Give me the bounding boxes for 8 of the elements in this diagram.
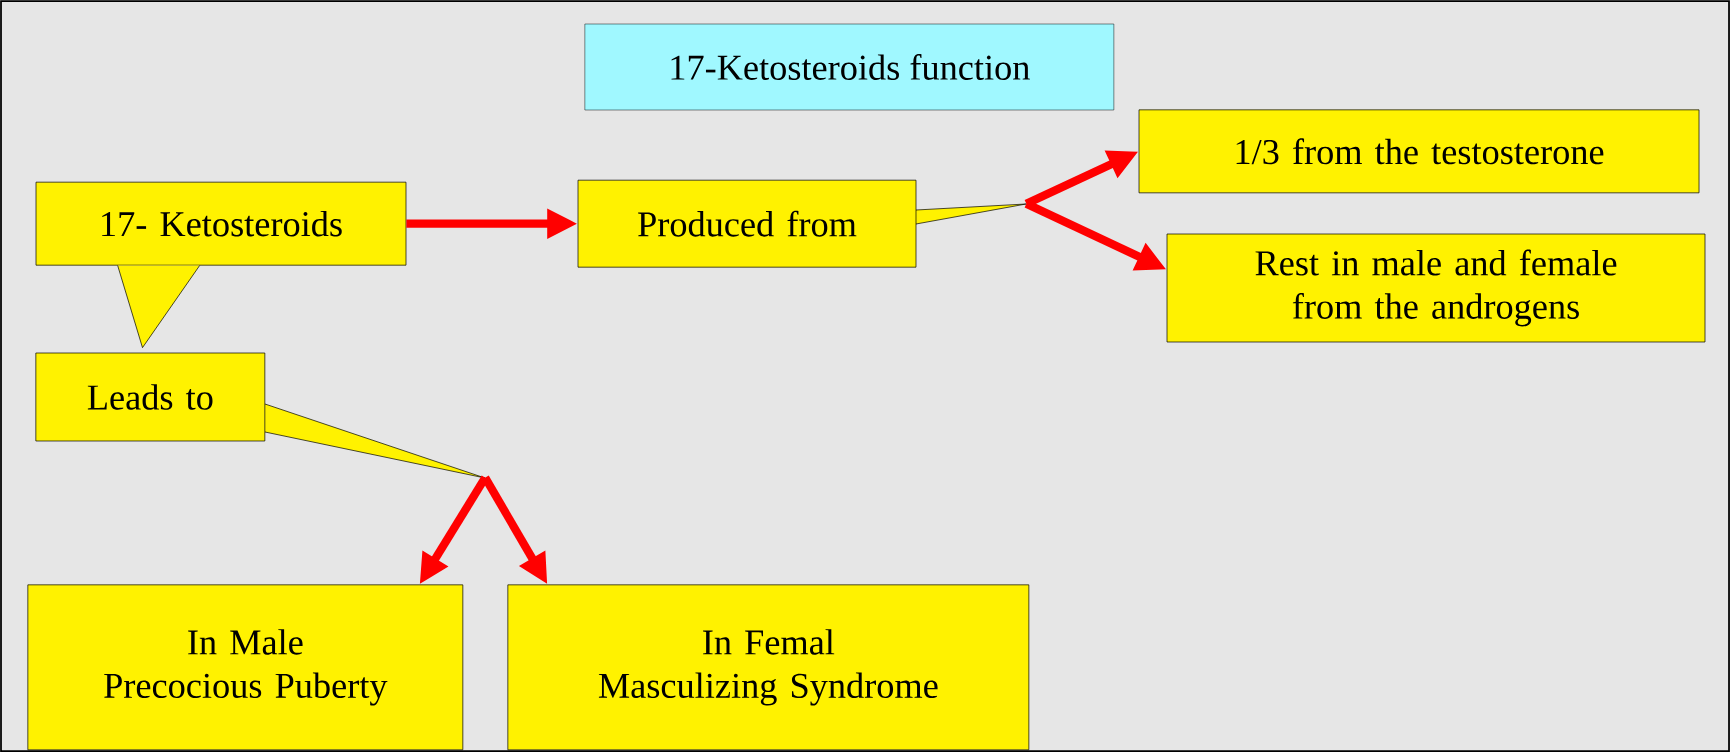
callout-box: Leads to: [35, 352, 486, 479]
text-box: Rest in male and female from the androgens: [1166, 233, 1706, 343]
callout-pointer: [117, 265, 200, 348]
text-box: In Femal Masculizing Syndrome: [507, 584, 1030, 751]
callout-box: Produced from: [577, 179, 1027, 268]
title-box: 17-Ketosteroids function: [584, 23, 1115, 111]
text-box: 1/3 from the testosterone: [1138, 109, 1700, 194]
text-box: In Male Precocious Puberty: [27, 584, 464, 751]
